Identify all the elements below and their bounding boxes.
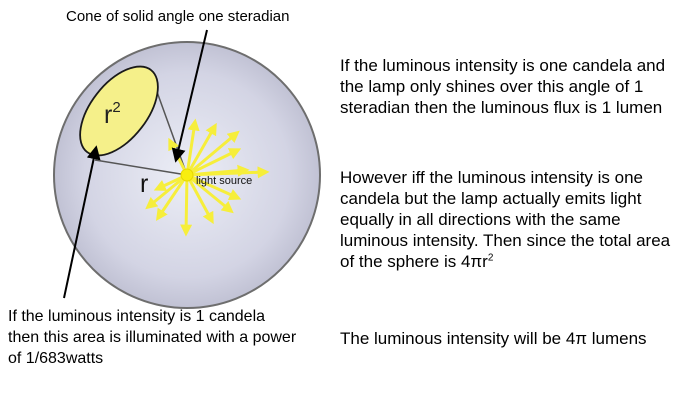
light-rays bbox=[145, 118, 270, 237]
paragraph-all-directions-sup: 2 bbox=[487, 252, 494, 264]
area-power-note: If the luminous intensity is 1 candela t… bbox=[8, 308, 297, 367]
area-label: r2 bbox=[104, 99, 121, 129]
light-source-label: light source bbox=[196, 175, 252, 187]
paragraph-all-directions: However iff the luminous intensity is on… bbox=[340, 167, 685, 272]
paragraph-one-steradian: If the luminous intensity is one candela… bbox=[340, 56, 666, 117]
paragraph-result: The luminous intensity will be 4π lumens bbox=[340, 329, 647, 348]
cone-label: Cone of solid angle one steradian bbox=[66, 8, 290, 25]
cone-pointer-arrow bbox=[171, 29, 208, 163]
light-source-dot bbox=[180, 168, 194, 182]
cone-edge-radius bbox=[94, 159, 188, 176]
area-pointer-arrow bbox=[63, 145, 101, 299]
paragraph-all-directions-text: However iff the luminous intensity is on… bbox=[340, 168, 671, 271]
radius-label: r bbox=[140, 170, 148, 198]
